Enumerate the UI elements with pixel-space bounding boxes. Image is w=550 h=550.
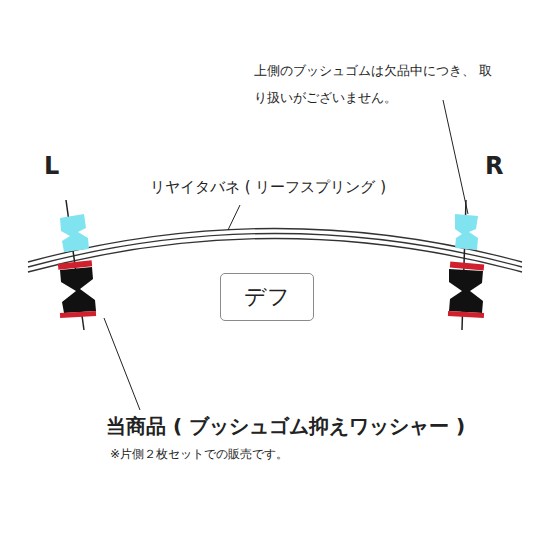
left-bushing [58,200,96,330]
side-letter: R [485,152,503,181]
right-bushing [448,200,484,330]
note-text: 上側のブッシュゴムは欠品中につき、 取り扱いがございません。 [254,58,504,111]
diff-box: デフ [220,273,314,321]
leader-line [443,100,468,214]
leader-line [228,205,240,230]
product-name: 当商品 ( ブッシュゴム抑えワッシャー ) [106,414,465,438]
node-label: デフ [244,282,290,312]
sales-note: ※片側２枚セットでの販売です。 [110,447,288,461]
side-letter: L [44,152,59,181]
part-name: リヤイタバネ ( リーフスプリング ) [150,178,386,196]
leader-line [104,318,140,410]
